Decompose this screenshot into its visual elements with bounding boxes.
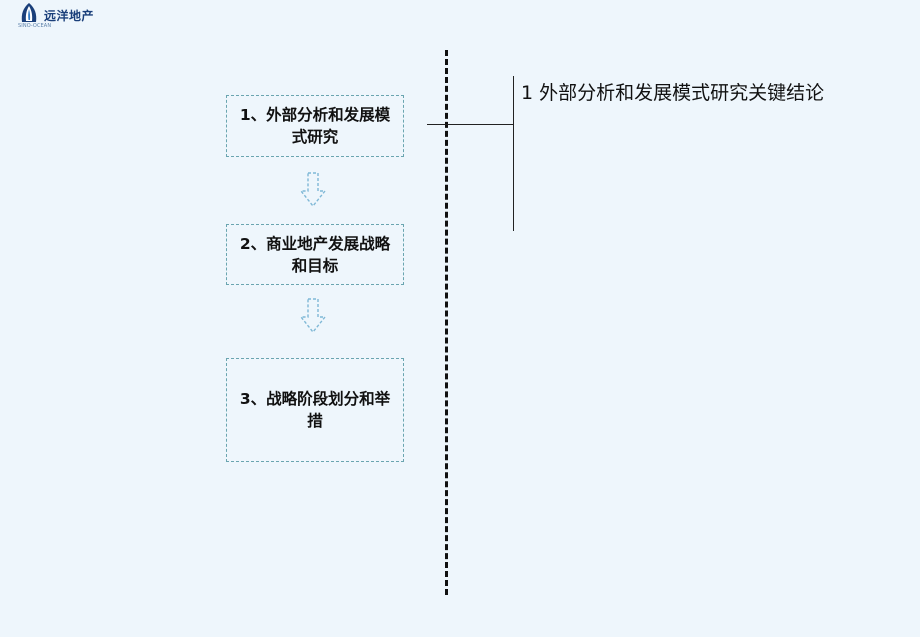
flow-step-2: 2、商业地产发展战略和目标 xyxy=(226,224,404,285)
flow-step-3: 3、战略阶段划分和举措 xyxy=(226,358,404,462)
vertical-dashed-divider xyxy=(445,50,448,595)
sail-icon xyxy=(21,3,37,22)
down-arrow-icon xyxy=(299,172,327,208)
company-logo: SINO-OCEAN 远洋地产 xyxy=(18,2,106,32)
connector-horizontal-line xyxy=(427,124,513,125)
down-arrow-icon xyxy=(299,298,327,334)
flow-step-2-label: 2、商业地产发展战略和目标 xyxy=(239,234,391,275)
flow-step-1-label: 1、外部分析和发展模式研究 xyxy=(239,106,391,146)
logo-mark: SINO-OCEAN xyxy=(18,2,51,29)
logo-subtitle: SINO-OCEAN xyxy=(18,23,52,29)
connector-vertical-line xyxy=(513,76,514,231)
flow-step-1: 1、外部分析和发展模式研究 xyxy=(226,95,404,157)
conclusion-heading: 1 外部分析和发展模式研究关键结论 xyxy=(521,82,825,104)
logo-name: 远洋地产 xyxy=(44,9,95,23)
flow-step-3-label: 3、战略阶段划分和举措 xyxy=(239,390,391,430)
